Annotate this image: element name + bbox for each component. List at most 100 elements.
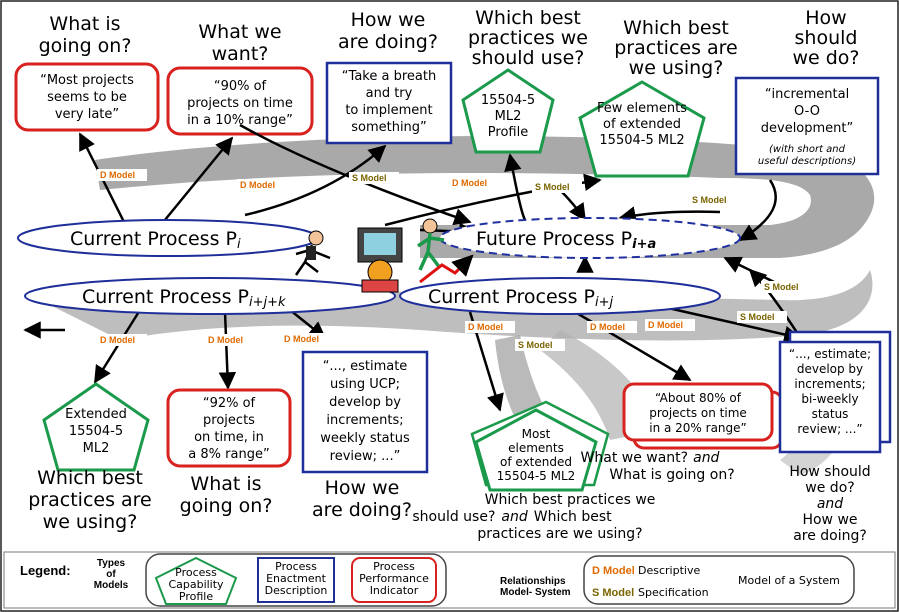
descriptive-model-tag: D Model bbox=[240, 180, 275, 190]
model-tag-background bbox=[281, 333, 331, 345]
svg-text:Specification: Specification bbox=[638, 586, 709, 599]
performance-indicator-box-2 bbox=[166, 66, 314, 136]
model-tags: D Model D Model S Model D Model S Model S Mod… bbox=[97, 169, 811, 351]
descriptive-model-tag: D Model bbox=[100, 170, 135, 180]
label-current-process-ij: Current Process Pi+j bbox=[428, 286, 613, 310]
label-current-process-i: Current Process Pi bbox=[70, 228, 241, 252]
descriptive-model-tag: D Model bbox=[648, 320, 683, 330]
specification-model-tag: S Model bbox=[352, 173, 387, 183]
model-tag-background bbox=[449, 177, 499, 189]
descriptive-model-tag: D Model bbox=[100, 335, 135, 345]
model-tag-background bbox=[761, 281, 811, 293]
performance-indicator-box-1 bbox=[14, 62, 160, 132]
model-tag-background bbox=[645, 319, 695, 331]
svg-text:S Model: S Model bbox=[592, 587, 634, 599]
specification-model-tag: S Model bbox=[692, 195, 727, 205]
cloud-current-process-ijk bbox=[24, 277, 396, 315]
model-tag-background bbox=[737, 311, 787, 323]
cloud-future-process bbox=[439, 217, 741, 259]
capability-profile-pentagon-3 bbox=[42, 382, 150, 472]
capability-profile-pentagon-2 bbox=[578, 80, 706, 178]
trend-arrow-icon bbox=[419, 254, 474, 284]
specification-model-tag: S Model bbox=[535, 182, 570, 192]
enactment-description-box-4 bbox=[778, 340, 882, 454]
svg-text:D Model: D Model bbox=[592, 565, 635, 577]
model-tag-background bbox=[465, 321, 515, 333]
process-clouds: Current Process Pi Future Process Pi+a C… bbox=[17, 217, 741, 315]
model-tag-background bbox=[587, 321, 637, 333]
label-future-process: Future Process Pi+a bbox=[476, 228, 656, 252]
svg-text:Model of a System: Model of a System bbox=[738, 574, 840, 587]
legend-capability-pentagon bbox=[154, 556, 238, 605]
performance-indicator-box-3 bbox=[166, 388, 292, 468]
model-tag-background bbox=[97, 169, 147, 181]
descriptive-model-tag: D Model bbox=[468, 322, 503, 332]
model-tag-background bbox=[237, 179, 287, 191]
specification-model-tag: S Model bbox=[518, 340, 553, 350]
specification-model-tag: S Model bbox=[764, 282, 799, 292]
descriptive-model-tag: D Model bbox=[590, 322, 625, 332]
descriptive-model-tag: D Model bbox=[208, 335, 243, 345]
descriptive-model-tag: D Model bbox=[452, 178, 487, 188]
model-tag-background bbox=[205, 334, 255, 346]
walking-man-icon bbox=[417, 218, 445, 271]
descriptive-model-tag: D Model bbox=[284, 334, 319, 344]
specification-model-tag: S Model bbox=[740, 312, 775, 322]
legend-performance-box bbox=[351, 557, 437, 603]
capability-profile-pentagon-1 bbox=[461, 68, 555, 154]
cartoon-figures bbox=[294, 218, 474, 293]
running-man-icon bbox=[294, 230, 331, 276]
enactment-description-box-2 bbox=[734, 76, 880, 176]
computer-user-icon bbox=[357, 227, 403, 293]
capability-profile-pentagon-4 bbox=[474, 408, 598, 492]
cloud-current-process-ij bbox=[399, 277, 721, 315]
model-tag-background bbox=[689, 194, 739, 206]
enactment-description-box-3 bbox=[301, 350, 429, 474]
model-tag-background bbox=[349, 172, 399, 184]
model-tag-background bbox=[515, 339, 565, 351]
legend-title: Legend: bbox=[20, 563, 71, 578]
model-tag-background bbox=[97, 334, 147, 346]
model-tag-background bbox=[532, 181, 582, 193]
label-current-process-ijk: Current Process Pi+j+k bbox=[82, 286, 286, 310]
performance-indicator-box-4 bbox=[622, 382, 774, 442]
svg-text:Descriptive: Descriptive bbox=[638, 564, 700, 577]
